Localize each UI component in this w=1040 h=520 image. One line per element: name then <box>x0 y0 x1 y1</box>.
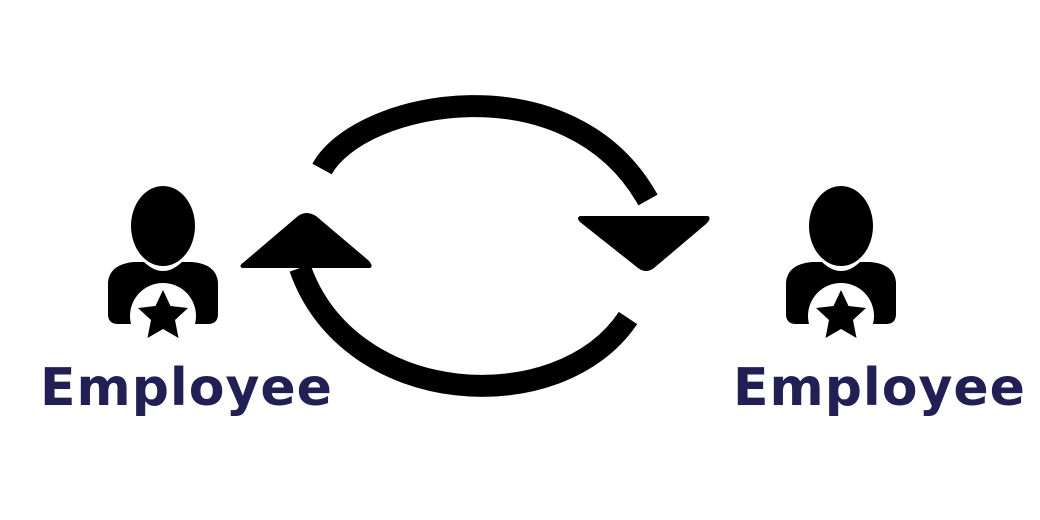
employee-star-icon <box>786 186 896 349</box>
left-arrowhead-icon <box>240 213 372 268</box>
employee-label-right: Employee <box>733 358 1026 418</box>
bottom-arc <box>289 264 638 397</box>
employee-star-icon <box>108 186 218 349</box>
top-arc <box>312 95 658 206</box>
star-icon <box>816 290 866 338</box>
star-icon <box>138 290 188 338</box>
employee-label-left: Employee <box>40 358 333 418</box>
right-arrowhead-icon <box>578 216 710 271</box>
